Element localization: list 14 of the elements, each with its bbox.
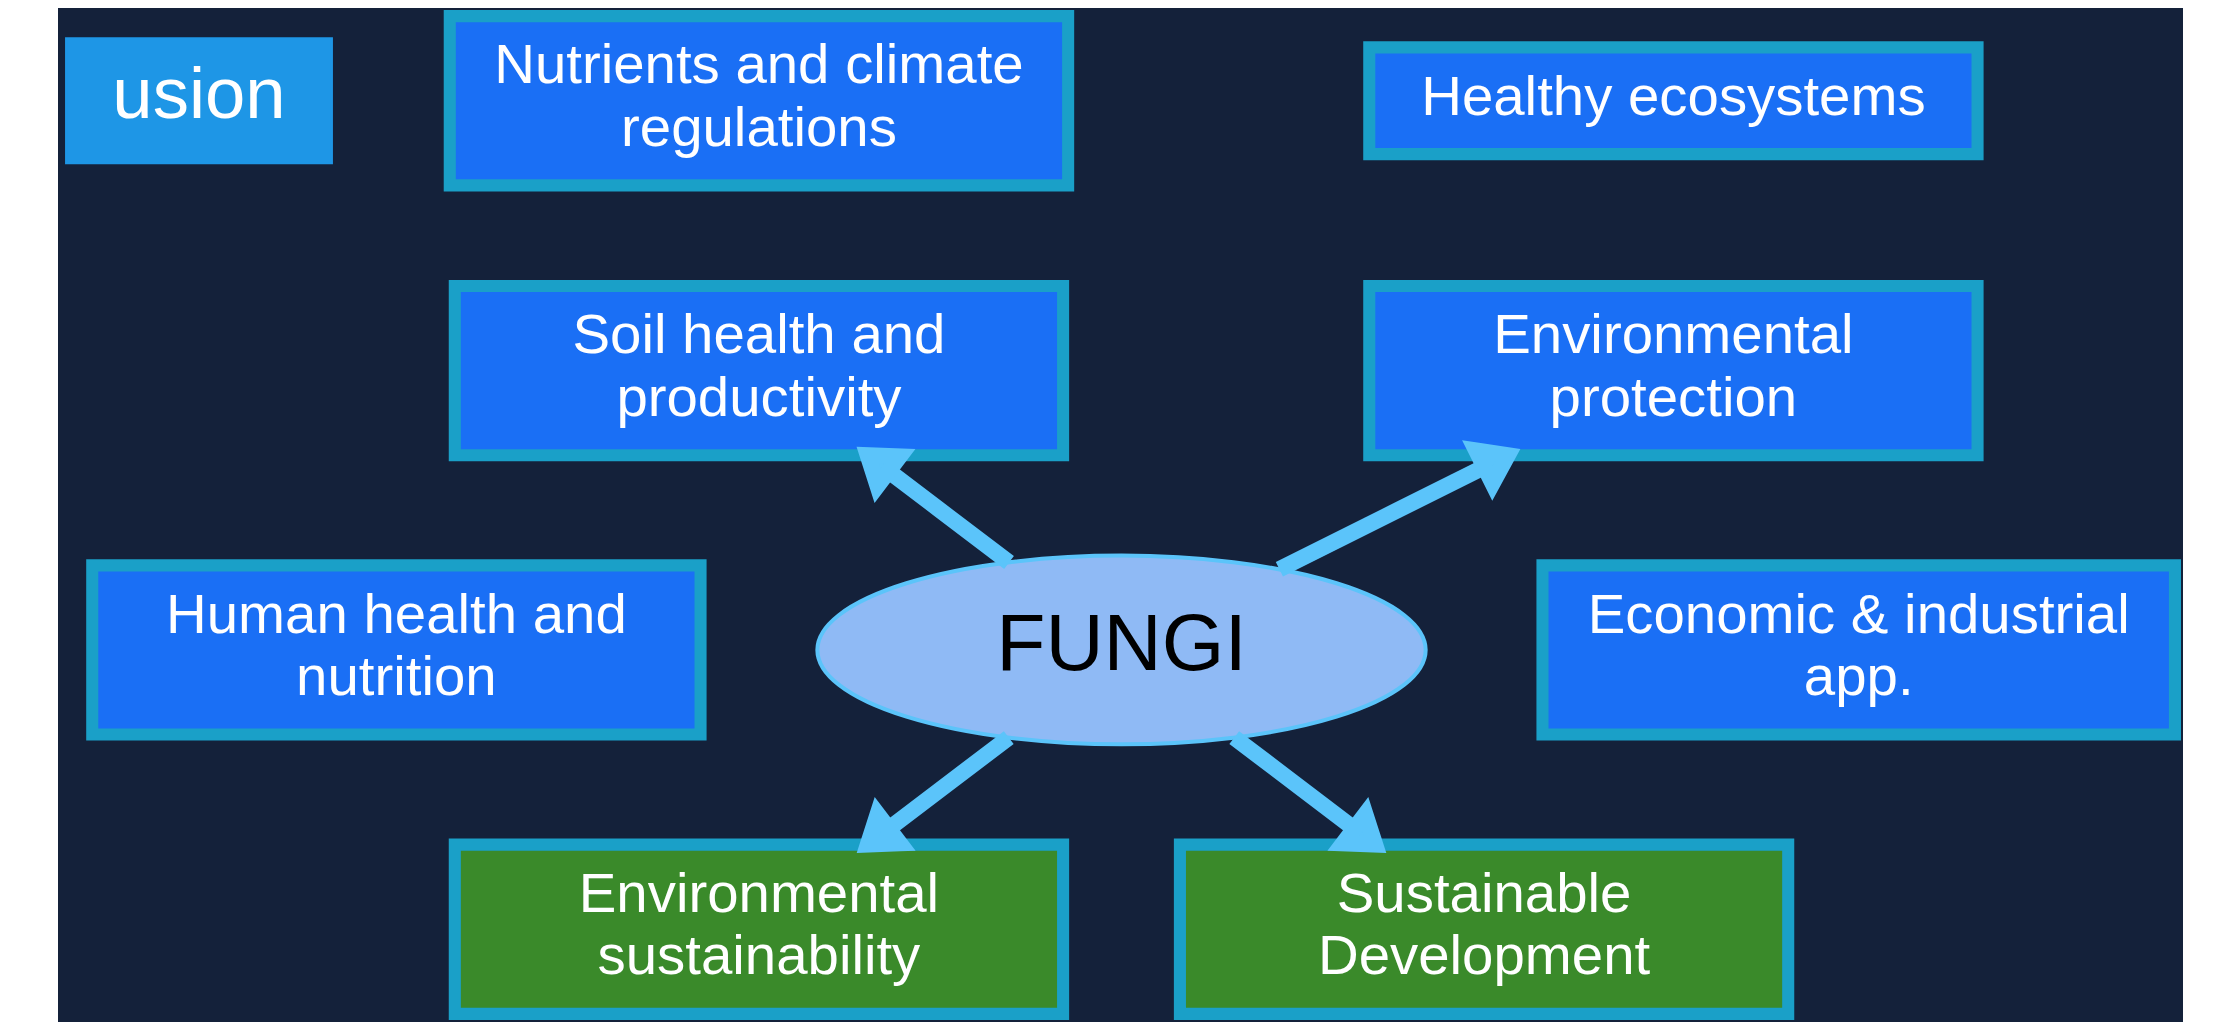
arrow [1275, 440, 1520, 577]
node-box: Soil health and productivity [448, 280, 1069, 462]
label: usion [111, 52, 286, 134]
arrow [856, 731, 1014, 854]
node-box: Healthy ecosystems [1362, 41, 1984, 161]
node-box: Environmental sustainability [448, 838, 1069, 1020]
node-box: Sustainable Development [1173, 838, 1794, 1020]
node-box: Human health and nutrition [85, 559, 707, 741]
arrow [856, 446, 1014, 569]
node-box: Economic & industrial app. [1535, 559, 2181, 741]
node-box: Environmental protection [1362, 280, 1984, 462]
arrow [1228, 731, 1386, 854]
node-box: Nutrients and climate regulations [443, 10, 1074, 192]
node-ellipse: FUNGI [814, 553, 1428, 747]
